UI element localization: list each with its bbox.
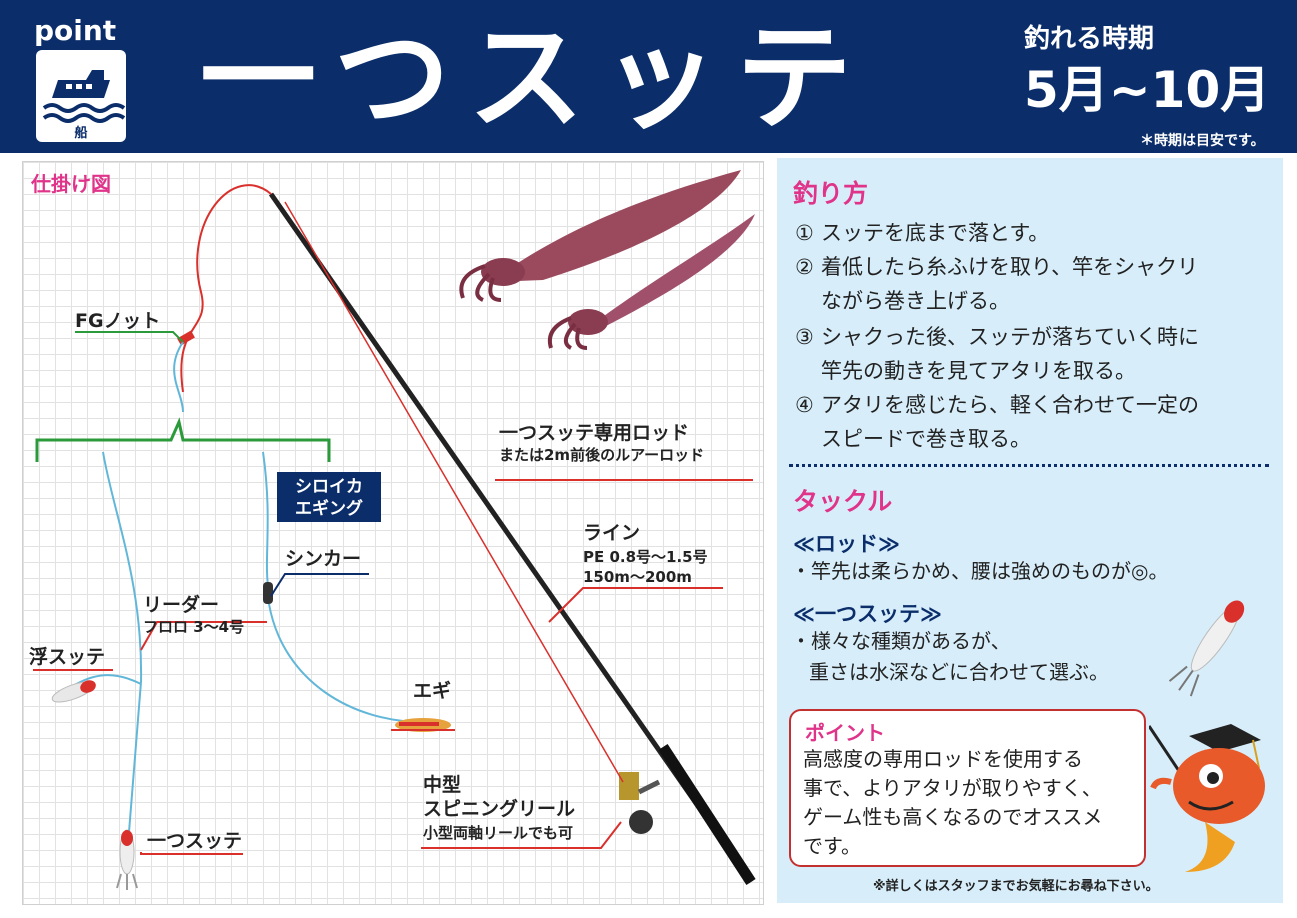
sutte-illustration xyxy=(1168,600,1245,697)
step-text-cont: スピードで巻き取る。 xyxy=(821,427,1031,451)
rod-label: 一つスッテ専用ロッド xyxy=(499,422,690,444)
point-title: ポイント xyxy=(805,721,885,745)
section-divider xyxy=(789,464,1269,467)
logo-caption: 船 xyxy=(74,126,88,141)
leader-label: リーダー xyxy=(143,594,220,616)
step-text-cont: ながら巻き上げる。 xyxy=(821,289,1010,313)
season-note: ＊時期は目安です。 xyxy=(1140,133,1265,149)
rod-sub-label: または2m前後のルアーロッド xyxy=(499,446,705,464)
panel-footer: ※詳しくはスタッフまでお気軽にお尋ね下さい。 xyxy=(873,879,1159,894)
line-spec-2: 150m～200m xyxy=(583,568,692,586)
step-text: シャクった後、スッテが落ちていく時に xyxy=(821,325,1199,349)
season-label: 釣れる時期 xyxy=(1024,24,1155,54)
uki-sutte-label: 浮スッテ xyxy=(29,646,106,668)
brand-logo-text: point xyxy=(34,14,117,47)
mascot-fish-icon xyxy=(1149,724,1265,872)
reel-label-1: 中型 xyxy=(423,774,462,796)
eging-tag-line2: エギング xyxy=(295,499,363,519)
sinker-label: シンカー xyxy=(285,548,362,570)
squid-illustration xyxy=(459,170,755,350)
step-4: ④ アタリを感じたら、軽く合わせて一定の スピードで巻き取る。 xyxy=(795,388,1265,456)
header-banner: point 船 一つスッテ 釣れる時期 5月~10月 ＊時期は目安です。 xyxy=(0,0,1297,153)
step-number: ④ xyxy=(795,393,814,417)
season-value: 5月~10月 xyxy=(1024,61,1271,119)
rig-illustration xyxy=(33,170,756,890)
step-3: ③ シャクった後、スッテが落ちていく時に 竿先の動きを見てアタリを取る。 xyxy=(795,320,1265,388)
step-text-cont: 竿先の動きを見てアタリを取る。 xyxy=(821,359,1136,383)
eging-line xyxy=(262,451,270,593)
point-text: 高感度の専用ロッドを使用する 事で、よりアタリが取りやすく、 ゲーム性も高くなる… xyxy=(803,745,1143,861)
point-line: 高感度の専用ロッドを使用する xyxy=(803,747,1083,771)
page-title: 一つスッテ xyxy=(200,11,870,146)
eging-tag-line1: シロイカ xyxy=(295,477,363,497)
line-label: ライン xyxy=(583,522,641,544)
spinning-reel xyxy=(619,772,661,834)
point-line: です。 xyxy=(803,834,861,858)
boat-icon xyxy=(42,70,126,123)
info-panel: 釣り方 ① スッテを底まで落とす。 ② 着低したら糸ふけを取り、竿をシャクリ ながら… xyxy=(777,158,1283,903)
rod-text: ・竿先は柔らかめ、腰は強めのものが◎。 xyxy=(791,559,1169,583)
step-text: 着低したら糸ふけを取り、竿をシャクリ xyxy=(821,255,1199,279)
sutte-text-1: ・様々な種類があるが、 xyxy=(791,629,1011,653)
fg-knot-label: FGノット xyxy=(75,310,161,332)
tackle-title: タックル xyxy=(793,487,893,516)
rod-subhead: ≪ロッド≫ xyxy=(793,532,900,556)
uki-sutte-lure xyxy=(51,680,96,703)
step-number: ③ xyxy=(795,325,814,349)
step-1: ① スッテを底まで落とす。 xyxy=(795,216,1265,250)
step-2: ② 着低したら糸ふけを取り、竿をシャクリ ながら巻き上げる。 xyxy=(795,250,1265,318)
reel-label-3: 小型両軸リールでも可 xyxy=(423,824,574,842)
rig-bracket xyxy=(35,417,331,462)
hitotsu-sutte-lure xyxy=(116,829,138,890)
point-callout: ポイント 高感度の専用ロッドを使用する 事で、よりアタリが取りやすく、 ゲーム性… xyxy=(789,709,1146,867)
line-spec-1: PE 0.8号～1.5号 xyxy=(583,548,708,566)
step-number: ② xyxy=(795,255,814,279)
sinker xyxy=(263,582,273,604)
egi-label: エギ xyxy=(413,680,452,702)
sutte-text-2: 重さは水深などに合わせて選ぶ。 xyxy=(809,660,1109,684)
step-text: スッテを底まで落とす。 xyxy=(821,221,1050,245)
point-line: 事で、よりアタリが取りやすく、 xyxy=(803,776,1102,800)
main-line xyxy=(180,184,272,393)
hitotsu-sutte-label: 一つスッテ xyxy=(147,830,243,852)
boat-logo: 船 xyxy=(36,50,126,142)
step-number: ① xyxy=(795,221,814,245)
reel-label-2: スピニングリール xyxy=(423,798,576,820)
leader-line xyxy=(102,451,143,833)
point-line: ゲーム性も高くなるのでオススメ xyxy=(803,805,1103,829)
diagram-title: 仕掛け図 xyxy=(31,172,111,196)
sutte-subhead: ≪一つスッテ≫ xyxy=(793,602,942,626)
step-text: アタリを感じたら、軽く合わせて一定の xyxy=(821,393,1199,417)
eging-tag: シロイカ エギング xyxy=(277,472,381,522)
rig-diagram: 仕掛け図 FGノット 一つスッテ専用ロッド または2m前後のルアーロッド ライン… xyxy=(22,161,764,905)
howto-title: 釣り方 xyxy=(793,179,869,208)
egi-lure xyxy=(395,718,451,732)
leader-spec: フロロ 3～4号 xyxy=(143,618,245,636)
